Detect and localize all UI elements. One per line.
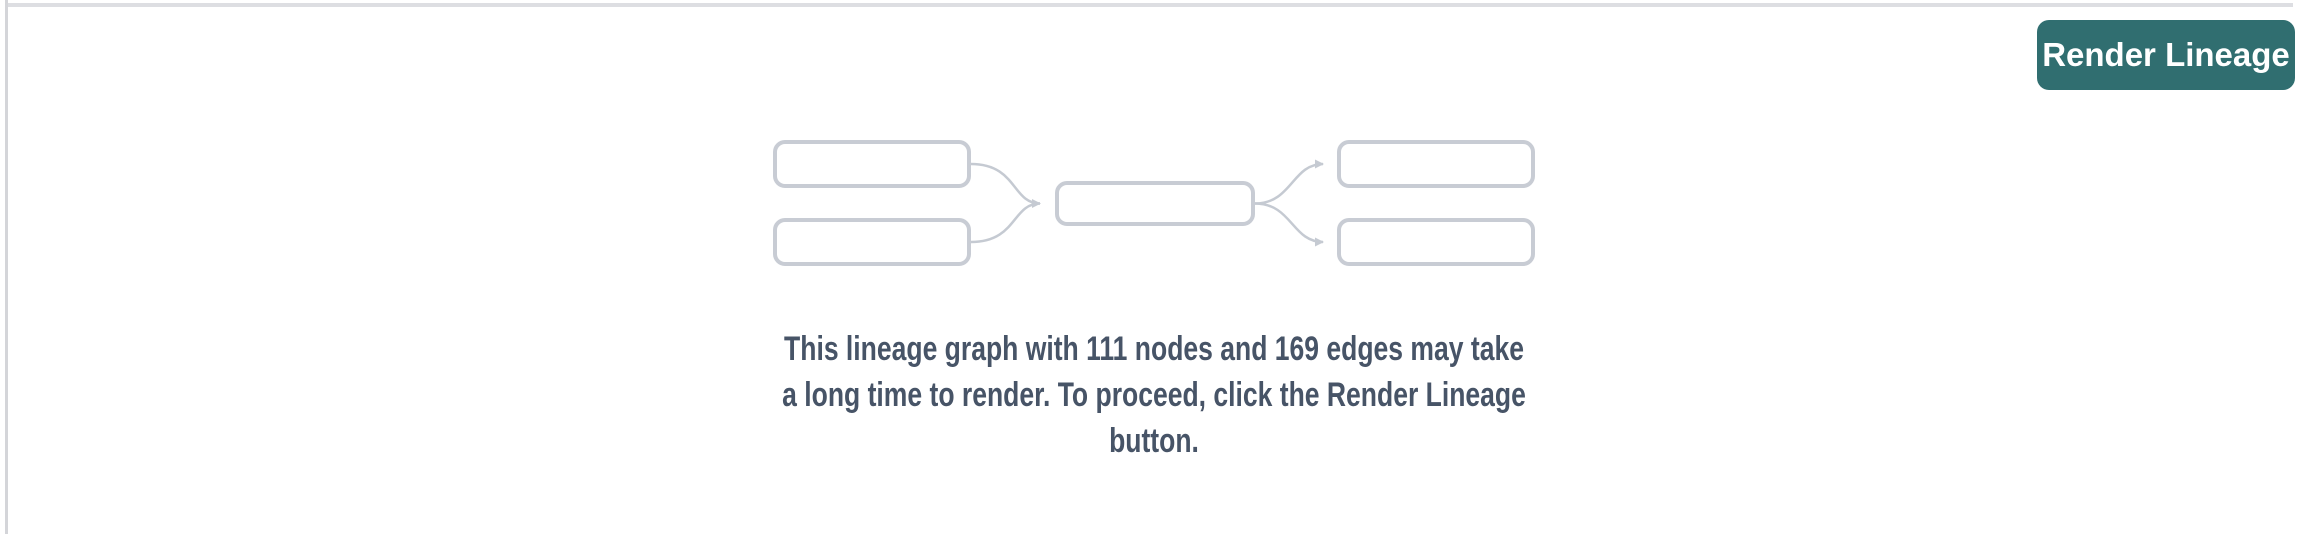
node-upstream-bottom bbox=[773, 218, 971, 266]
node-center bbox=[1055, 181, 1255, 226]
edge-upstream-top bbox=[970, 162, 1041, 208]
panel-top-border bbox=[7, 3, 2293, 7]
render-lineage-button[interactable]: Render Lineage bbox=[2037, 20, 2295, 90]
node-upstream-top bbox=[773, 140, 971, 188]
placeholder-nodes bbox=[773, 140, 1535, 266]
message-line-1: This lineage graph with 111 nodes and 16… bbox=[784, 330, 1524, 368]
placeholder-edges bbox=[970, 159, 1324, 247]
message-line-3: button. bbox=[1109, 422, 1199, 460]
edge-downstream-top bbox=[1254, 159, 1324, 205]
message-line-2: a long time to render. To proceed, click… bbox=[782, 376, 1526, 414]
edge-downstream-bottom bbox=[1254, 202, 1324, 247]
edge-upstream-bottom bbox=[970, 202, 1041, 244]
lineage-placeholder-graphic bbox=[773, 140, 1535, 266]
lineage-warning-message: This lineage graph with 111 nodes and 16… bbox=[0, 326, 2308, 464]
node-downstream-bottom bbox=[1337, 218, 1535, 266]
node-downstream-top bbox=[1337, 140, 1535, 188]
panel-left-border bbox=[5, 0, 8, 534]
